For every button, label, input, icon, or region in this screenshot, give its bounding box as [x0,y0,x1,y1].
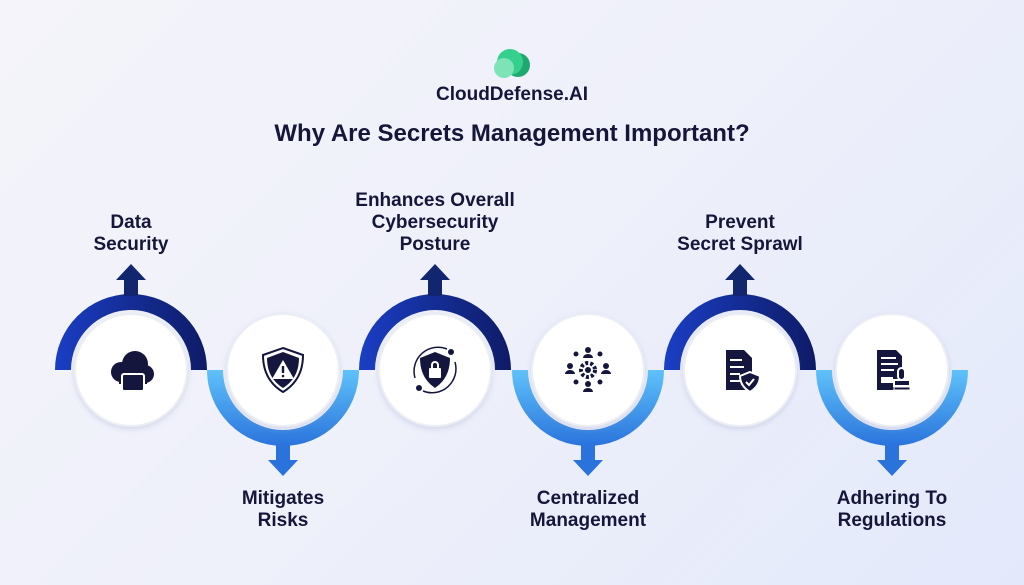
step-5-connector [664,264,816,370]
step-label-line: Data [110,212,152,233]
document-shield-icon [726,350,762,394]
step-3-circle [378,313,492,427]
step-label-line: Cybersecurity [371,212,499,233]
step-label-line: Security [93,234,169,255]
arrow-down-icon [268,444,298,476]
arrow-up-icon [116,264,146,296]
step-label-line: Regulations [837,510,947,531]
top-arc [359,294,511,370]
step-label-line: Prevent [705,212,775,233]
arrow-down-icon [573,444,603,476]
step-4-connector [512,370,664,476]
step-label-line: Secret Sprawl [677,234,803,255]
top-arc [55,294,207,370]
step-1-connector [55,264,207,370]
step-2-circle [226,313,340,427]
step-5-circle [683,313,797,427]
step-label-line: Enhances Overall [355,190,515,211]
shield-lock-cycle-icon [413,346,457,394]
step-label-line: Adhering To [836,488,948,509]
step-3-connector [359,264,511,370]
bottom-arc [816,370,968,446]
step-6-connector [816,370,968,476]
cloud-logo-icon [494,49,530,78]
top-arc [664,294,816,370]
step-label-line: Mitigates [241,488,325,509]
step-1-circle [74,313,188,427]
bottom-arc [512,370,664,446]
brand-logo [0,48,1024,87]
step-label-line: Centralized [536,488,640,509]
shield-warning-icon [261,346,305,394]
step-label-line: Posture [399,234,471,255]
cloud-lock-icon [111,351,154,392]
arrow-down-icon [877,444,907,476]
step-label-line: Management [529,510,647,531]
arrow-up-icon [420,264,450,296]
network-gear-icon [565,347,611,392]
step-label-line: Risks [257,510,309,531]
bottom-arc [207,370,359,446]
step-2-connector [207,370,359,476]
document-stamp-icon [877,350,911,391]
page-title: Why Are Secrets Management Important? [274,120,750,147]
brand-name: CloudDefense.AI [435,84,589,105]
step-4-circle [531,313,645,427]
arrow-up-icon [725,264,755,296]
step-6-circle [835,313,949,427]
